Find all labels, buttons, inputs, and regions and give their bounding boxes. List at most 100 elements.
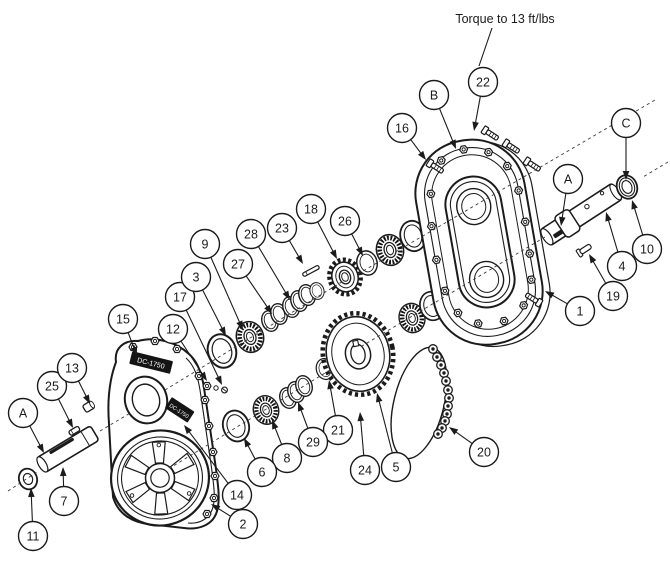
callout-label-1: 1	[577, 305, 584, 319]
callout-label-29: 29	[306, 436, 320, 450]
callout-label-18: 18	[304, 203, 318, 217]
callout-balloon-4	[606, 250, 638, 282]
callout-label-9: 9	[202, 238, 209, 252]
screw-17	[221, 386, 228, 394]
callout-label-21: 21	[331, 424, 345, 438]
callout-A-left: A	[7, 397, 44, 453]
callout-leader	[210, 257, 243, 329]
thrust-washer-11	[17, 467, 39, 491]
callout-arrowhead	[355, 246, 363, 256]
callout-arrowhead	[215, 375, 222, 385]
case-rim	[185, 357, 215, 524]
callout-label-24: 24	[358, 464, 372, 478]
callout-1: 1	[545, 291, 596, 327]
callout-arrowhead	[376, 393, 383, 403]
callout-arrowhead	[130, 346, 137, 356]
callout-label-5: 5	[393, 461, 400, 475]
callout-label-2: 2	[240, 518, 247, 532]
callout-balloon-15	[107, 303, 139, 335]
callout-C: C	[610, 107, 642, 180]
callout-20: 20	[449, 427, 500, 468]
callout-label-17: 17	[173, 291, 187, 305]
callout-balloon-12	[157, 313, 189, 345]
callout-23: 23	[266, 212, 303, 264]
small-washer	[213, 385, 219, 391]
callout-label-23: 23	[275, 222, 289, 236]
callout-balloon-20	[468, 436, 500, 468]
callout-22: 22	[467, 66, 499, 131]
centerline-output	[169, 161, 669, 469]
callout-arrowhead	[199, 371, 207, 381]
callout-3: 3	[180, 261, 226, 336]
callout-label-15: 15	[116, 313, 130, 327]
callout-balloon-B	[418, 79, 450, 111]
callout-arrowhead	[272, 420, 279, 430]
callout-label-28: 28	[244, 228, 258, 242]
centerline-input	[7, 99, 656, 492]
callout-arrowhead	[631, 200, 638, 210]
callout-balloon-C	[610, 107, 642, 139]
woodruff-key-25	[68, 425, 81, 436]
callout-arrowhead	[244, 438, 252, 448]
callout-11: 11	[17, 488, 49, 552]
callout-balloon-25	[36, 370, 68, 402]
callout-label-12: 12	[166, 323, 180, 337]
callout-balloon-26	[329, 205, 361, 237]
callout-balloon-22	[467, 66, 499, 98]
callout-label-13: 13	[65, 362, 79, 376]
drive-chain-20	[390, 344, 454, 460]
callout-balloon-13	[56, 352, 88, 384]
hub-keyway	[352, 339, 360, 348]
callout-arrowhead	[329, 249, 337, 259]
callout-arrowhead	[282, 290, 290, 300]
pipe-plug-13	[82, 400, 95, 413]
callout-arrowhead	[298, 402, 305, 412]
callout-B: B	[418, 79, 456, 149]
callout-label-19: 19	[606, 290, 620, 304]
callout-arrowhead	[36, 443, 44, 453]
callout-label-22: 22	[476, 76, 490, 90]
cover-plate-1	[414, 138, 551, 348]
callout-label-14: 14	[230, 489, 244, 503]
callout-26: 26	[329, 205, 363, 256]
callout-arrowhead	[472, 121, 479, 131]
callout-17: 17	[164, 281, 222, 385]
callout-balloon-23	[266, 212, 298, 244]
oil-seal-3	[202, 329, 242, 373]
callout-balloon-21	[322, 414, 354, 446]
callout-label-10: 10	[640, 243, 654, 257]
callout-balloon-9	[189, 228, 221, 260]
callout-balloon-24	[349, 454, 381, 486]
callout-label-25: 25	[45, 380, 59, 394]
callout-4: 4	[605, 212, 638, 282]
callout-arrowhead	[357, 412, 365, 422]
callout-label-20: 20	[477, 446, 491, 460]
key-19	[575, 243, 592, 258]
callout-arrowhead	[622, 171, 630, 180]
bearing-8	[250, 392, 283, 427]
callout-21: 21	[322, 380, 354, 446]
callout-label-27: 27	[231, 258, 245, 272]
callout-label-26: 26	[338, 215, 352, 229]
shaft-key-A	[553, 229, 564, 239]
callout-A-right: A	[552, 163, 584, 226]
callout-leader	[376, 394, 393, 454]
callout-label-C: C	[621, 117, 630, 131]
centerlines	[7, 99, 669, 492]
callout-balloon-5	[380, 451, 412, 483]
callout-balloon-A-right	[552, 163, 584, 195]
callout-balloon-1	[564, 295, 596, 327]
callout-label-4: 4	[619, 260, 626, 274]
callout-balloon-10	[631, 233, 663, 265]
callout-arrowhead	[264, 304, 272, 314]
callout-balloon-18	[295, 193, 327, 225]
input-shaft-7	[36, 425, 99, 473]
callout-leader	[257, 246, 290, 299]
callout-arrowhead	[449, 139, 456, 149]
callout-10: 10	[631, 200, 663, 265]
callout-arrowhead	[545, 291, 555, 299]
callout-18: 18	[295, 193, 337, 259]
callout-label-16: 16	[395, 122, 409, 136]
callout-label-B: B	[430, 89, 438, 103]
